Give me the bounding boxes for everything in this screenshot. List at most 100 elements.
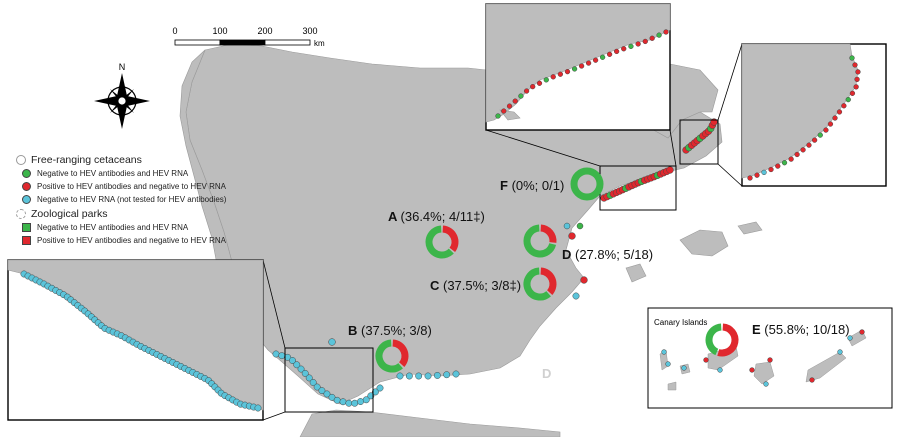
- inset-gibraltar: [7, 259, 264, 421]
- legend-parks-heading: Zoological parks: [16, 206, 276, 221]
- sample-dot: [809, 377, 815, 383]
- sample-dot: [823, 127, 829, 133]
- legend-item: Positive to HEV antibodies and negative …: [16, 234, 276, 247]
- sample-dot: [580, 276, 588, 284]
- donut-negative-arc: [705, 323, 722, 356]
- sample-dot: [293, 361, 301, 369]
- sample-dot: [832, 115, 838, 121]
- sample-dot: [424, 372, 432, 380]
- park-letter: C: [430, 278, 443, 293]
- mallorca: [679, 229, 729, 257]
- menorca: [737, 221, 763, 235]
- sample-dot: [530, 83, 536, 90]
- inset-costa-brava: [741, 43, 887, 187]
- sample-dot: [495, 113, 501, 119]
- scale-tick-200: 200: [257, 26, 272, 36]
- blue-dot-icon: [22, 195, 31, 204]
- sample-dot: [649, 35, 655, 41]
- sample-dot: [313, 383, 321, 391]
- sample-dot: [518, 93, 524, 99]
- sample-dot: [301, 369, 309, 377]
- scale-bar-seg-2: [219, 39, 266, 46]
- park-a: A (36.4%; 4/11‡): [388, 209, 485, 259]
- legend-cetaceans-heading: Free-ranging cetaceans: [16, 152, 276, 167]
- sample-dot: [572, 292, 580, 300]
- park-label: F (0%; 0/1): [500, 178, 564, 193]
- north-label: N: [119, 62, 126, 72]
- sample-dot: [367, 392, 375, 400]
- sample-dot: [854, 76, 860, 83]
- park-e: E (55.8%; 10/18): [705, 322, 850, 357]
- sample-dot: [571, 66, 578, 72]
- sample-dot: [681, 365, 687, 371]
- sample-dot: [536, 80, 543, 86]
- park-stat: (27.8%; 5/18): [575, 247, 653, 262]
- sample-dot: [781, 160, 788, 166]
- sample-dot: [656, 32, 662, 38]
- sample-dot: [767, 357, 773, 363]
- scale-bar: 0 100 200 300 km: [172, 26, 325, 48]
- sample-dot: [794, 151, 800, 158]
- sample-dot: [754, 172, 760, 178]
- park-label: C (37.5%; 3/8‡): [430, 278, 521, 293]
- sample-dot: [827, 121, 834, 127]
- legend-item-label: Negative to HEV antibodies and HEV RNA: [37, 223, 189, 232]
- sample-dot: [318, 387, 326, 395]
- sample-dot: [501, 108, 507, 114]
- sample-dot: [606, 51, 613, 57]
- sample-dot: [415, 372, 423, 380]
- sample-dot: [613, 48, 620, 55]
- sample-dot: [512, 98, 518, 104]
- scale-tick-300: 300: [302, 26, 317, 36]
- donut-negative-arc: [523, 224, 557, 258]
- sample-dot: [278, 352, 286, 360]
- donut-negative-arc: [570, 167, 604, 201]
- park-stat: (36.4%; 4/11‡): [401, 209, 485, 224]
- sample-dot: [564, 68, 571, 75]
- sample-dot: [563, 222, 571, 230]
- sample-dot: [788, 156, 794, 162]
- sample-dot: [585, 60, 592, 66]
- sample-dot: [661, 349, 667, 355]
- cetacean-sample-dots: [272, 118, 718, 407]
- park-b: B (37.5%; 3/8): [348, 323, 432, 373]
- sample-dot: [628, 43, 634, 50]
- sample-dot: [357, 398, 364, 406]
- red-square-icon: [22, 236, 31, 245]
- legend-item: Negative to HEV antibodies and HEV RNA: [16, 221, 276, 234]
- faint-map-label: D: [542, 366, 551, 381]
- sample-dot: [351, 399, 359, 407]
- sample-dot: [775, 163, 781, 169]
- sample-dot: [853, 84, 859, 90]
- sample-dot: [254, 404, 262, 412]
- inset-source-gibraltar: [284, 347, 374, 413]
- sample-dot: [523, 88, 530, 94]
- legend-item: Positive to HEV antibodies and negative …: [16, 180, 276, 193]
- sample-dot: [328, 393, 336, 401]
- sample-dot: [747, 175, 753, 181]
- park-letter: F: [500, 178, 512, 193]
- park-d: D (27.8%; 5/18): [523, 224, 653, 262]
- sample-dot: [859, 329, 865, 335]
- sample-dot: [339, 398, 347, 406]
- sample-dot: [333, 396, 341, 404]
- donut-positive-arc: [392, 339, 409, 367]
- sample-dot: [578, 63, 585, 69]
- sample-dot: [855, 69, 861, 75]
- inset-catalonia: [485, 3, 671, 131]
- sample-dot: [817, 132, 823, 138]
- legend-cetaceans-heading-text: Free-ranging cetaceans: [31, 153, 142, 166]
- legend-item: Negative to HEV antibodies and HEV RNA: [16, 167, 276, 180]
- park-letter: B: [348, 323, 361, 338]
- sample-dot: [800, 147, 806, 153]
- sample-dot: [768, 166, 774, 173]
- inset-source-costa-brava: [679, 119, 719, 165]
- donut-negative-arc: [425, 225, 454, 259]
- park-label: E (55.8%; 10/18): [752, 322, 850, 337]
- sample-dot: [443, 371, 451, 379]
- donut-positive-arc: [442, 225, 459, 253]
- legend-item-label: Negative to HEV antibodies and HEV RNA: [37, 169, 189, 178]
- sample-dot: [837, 349, 843, 355]
- sample-dot: [396, 372, 404, 380]
- park-stat: (0%; 0/1): [512, 178, 565, 193]
